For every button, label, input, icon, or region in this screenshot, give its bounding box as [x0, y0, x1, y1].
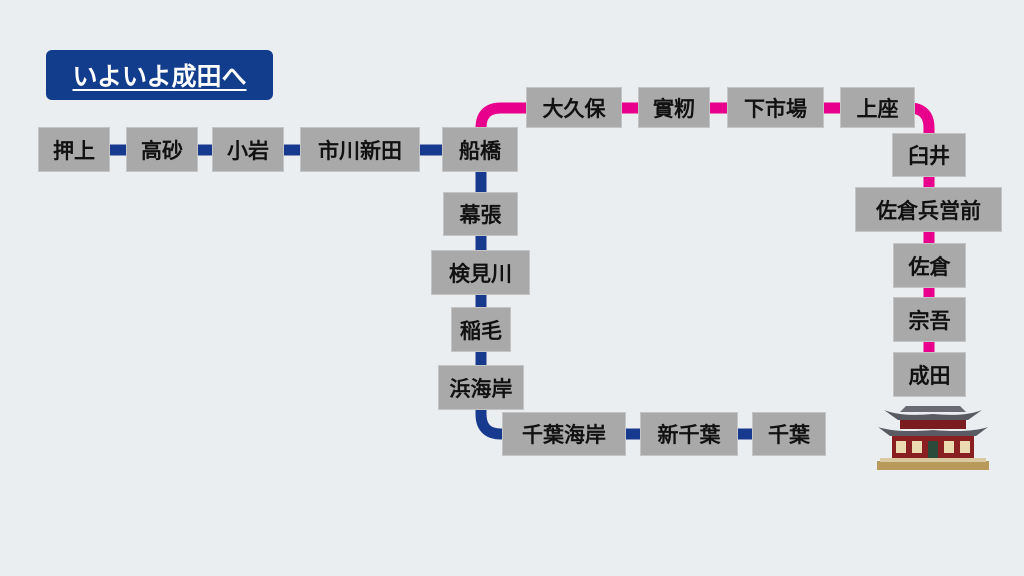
station-16: 臼井: [892, 133, 966, 177]
station-12: 大久保: [526, 87, 622, 128]
station-5: 幕張: [443, 192, 518, 236]
station-4: 船橋: [442, 127, 518, 172]
station-1: 高砂: [126, 127, 198, 172]
station-17: 佐倉兵営前: [855, 187, 1002, 232]
station-6: 検見川: [431, 250, 530, 295]
station-3: 市川新田: [300, 127, 420, 172]
title-banner: いよいよ成田へ: [46, 50, 273, 100]
station-8: 浜海岸: [438, 365, 524, 410]
station-14: 下市場: [727, 87, 824, 128]
station-18: 佐倉: [893, 243, 966, 288]
station-0: 押上: [38, 127, 110, 172]
station-2: 小岩: [212, 127, 284, 172]
station-9: 千葉海岸: [502, 412, 626, 456]
station-15: 上座: [840, 87, 915, 128]
station-20: 成田: [893, 352, 966, 397]
station-11: 千葉: [752, 412, 826, 456]
station-7: 稲毛: [451, 307, 511, 352]
temple-icon: [877, 406, 989, 470]
station-13: 實籾: [638, 87, 710, 128]
station-19: 宗吾: [893, 297, 966, 342]
station-10: 新千葉: [640, 412, 738, 456]
